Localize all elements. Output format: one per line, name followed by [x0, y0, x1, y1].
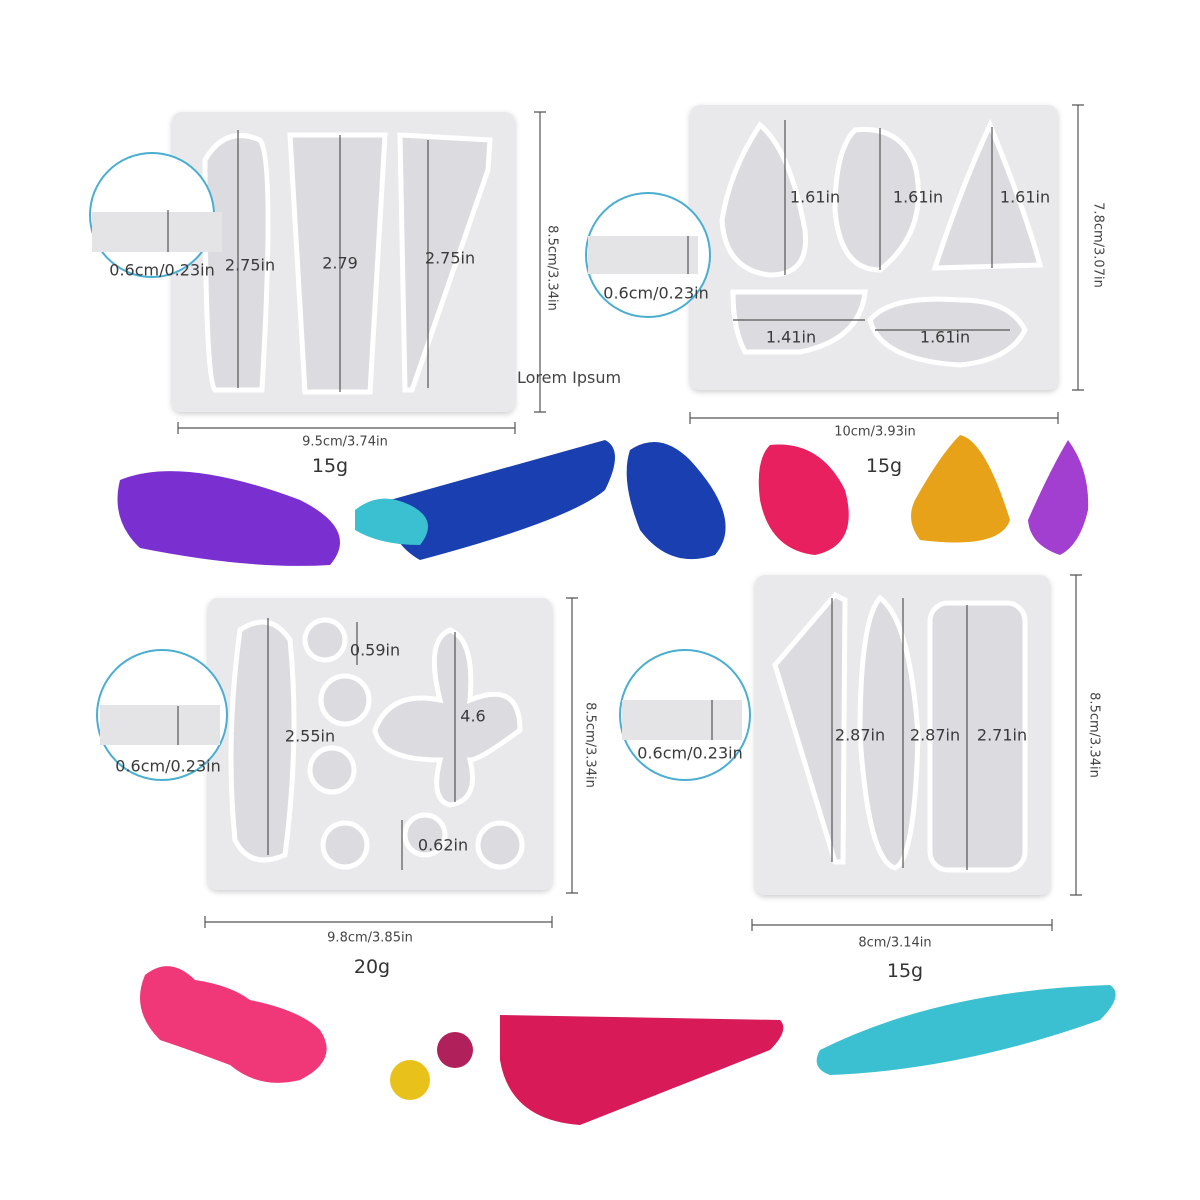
cavity-dimension: 1.61in: [999, 187, 1051, 207]
cavity-dimension: 2.55in: [284, 726, 336, 746]
cavity-dimension: 2.87in: [834, 725, 886, 745]
height-dimension: 7.8cm/3.07in: [1090, 202, 1106, 288]
cavity-dimension: 0.62in: [417, 835, 469, 855]
height-dimension: 8.5cm/3.34in: [582, 702, 598, 788]
cavity-dimension: 4.6: [460, 706, 486, 726]
cavity-dimension: 1.41in: [765, 327, 817, 347]
weight-label: 15g: [865, 455, 903, 477]
thickness-label: 0.6cm/0.23in: [637, 743, 743, 763]
weight-label: 20g: [353, 956, 391, 978]
caption: Lorem Ipsum: [517, 368, 622, 387]
cavity-dimension: 2.87in: [909, 725, 961, 745]
cavity-dimension: 1.61in: [789, 187, 841, 207]
height-dimension: 8.5cm/3.34in: [1086, 692, 1102, 778]
cavity-dimension: 2.75in: [424, 248, 476, 268]
thickness-label: 0.6cm/0.23in: [603, 283, 709, 303]
width-dimension: 9.5cm/3.74in: [302, 434, 388, 450]
weight-label: 15g: [886, 960, 924, 982]
width-dimension: 10cm/3.93in: [834, 424, 916, 440]
thickness-label: 0.6cm/0.23in: [115, 756, 221, 776]
cavity-dimension: 2.71in: [976, 725, 1028, 745]
height-dimension: 8.5cm/3.34in: [544, 225, 560, 311]
weight-label: 15g: [311, 455, 349, 477]
resin-hair-clips: [117, 435, 1116, 1125]
cavity-dimension: 1.61in: [892, 187, 944, 207]
width-dimension: 9.8cm/3.85in: [327, 930, 413, 946]
cavity-dimension: 1.61in: [919, 327, 971, 347]
thickness-label: 0.6cm/0.23in: [109, 260, 215, 280]
cavity-dimension: 2.75in: [224, 255, 276, 275]
width-dimension: 8cm/3.14in: [858, 935, 932, 951]
cavity-dimension: 2.79: [322, 253, 358, 273]
cavity-dimension: 0.59in: [349, 640, 401, 660]
